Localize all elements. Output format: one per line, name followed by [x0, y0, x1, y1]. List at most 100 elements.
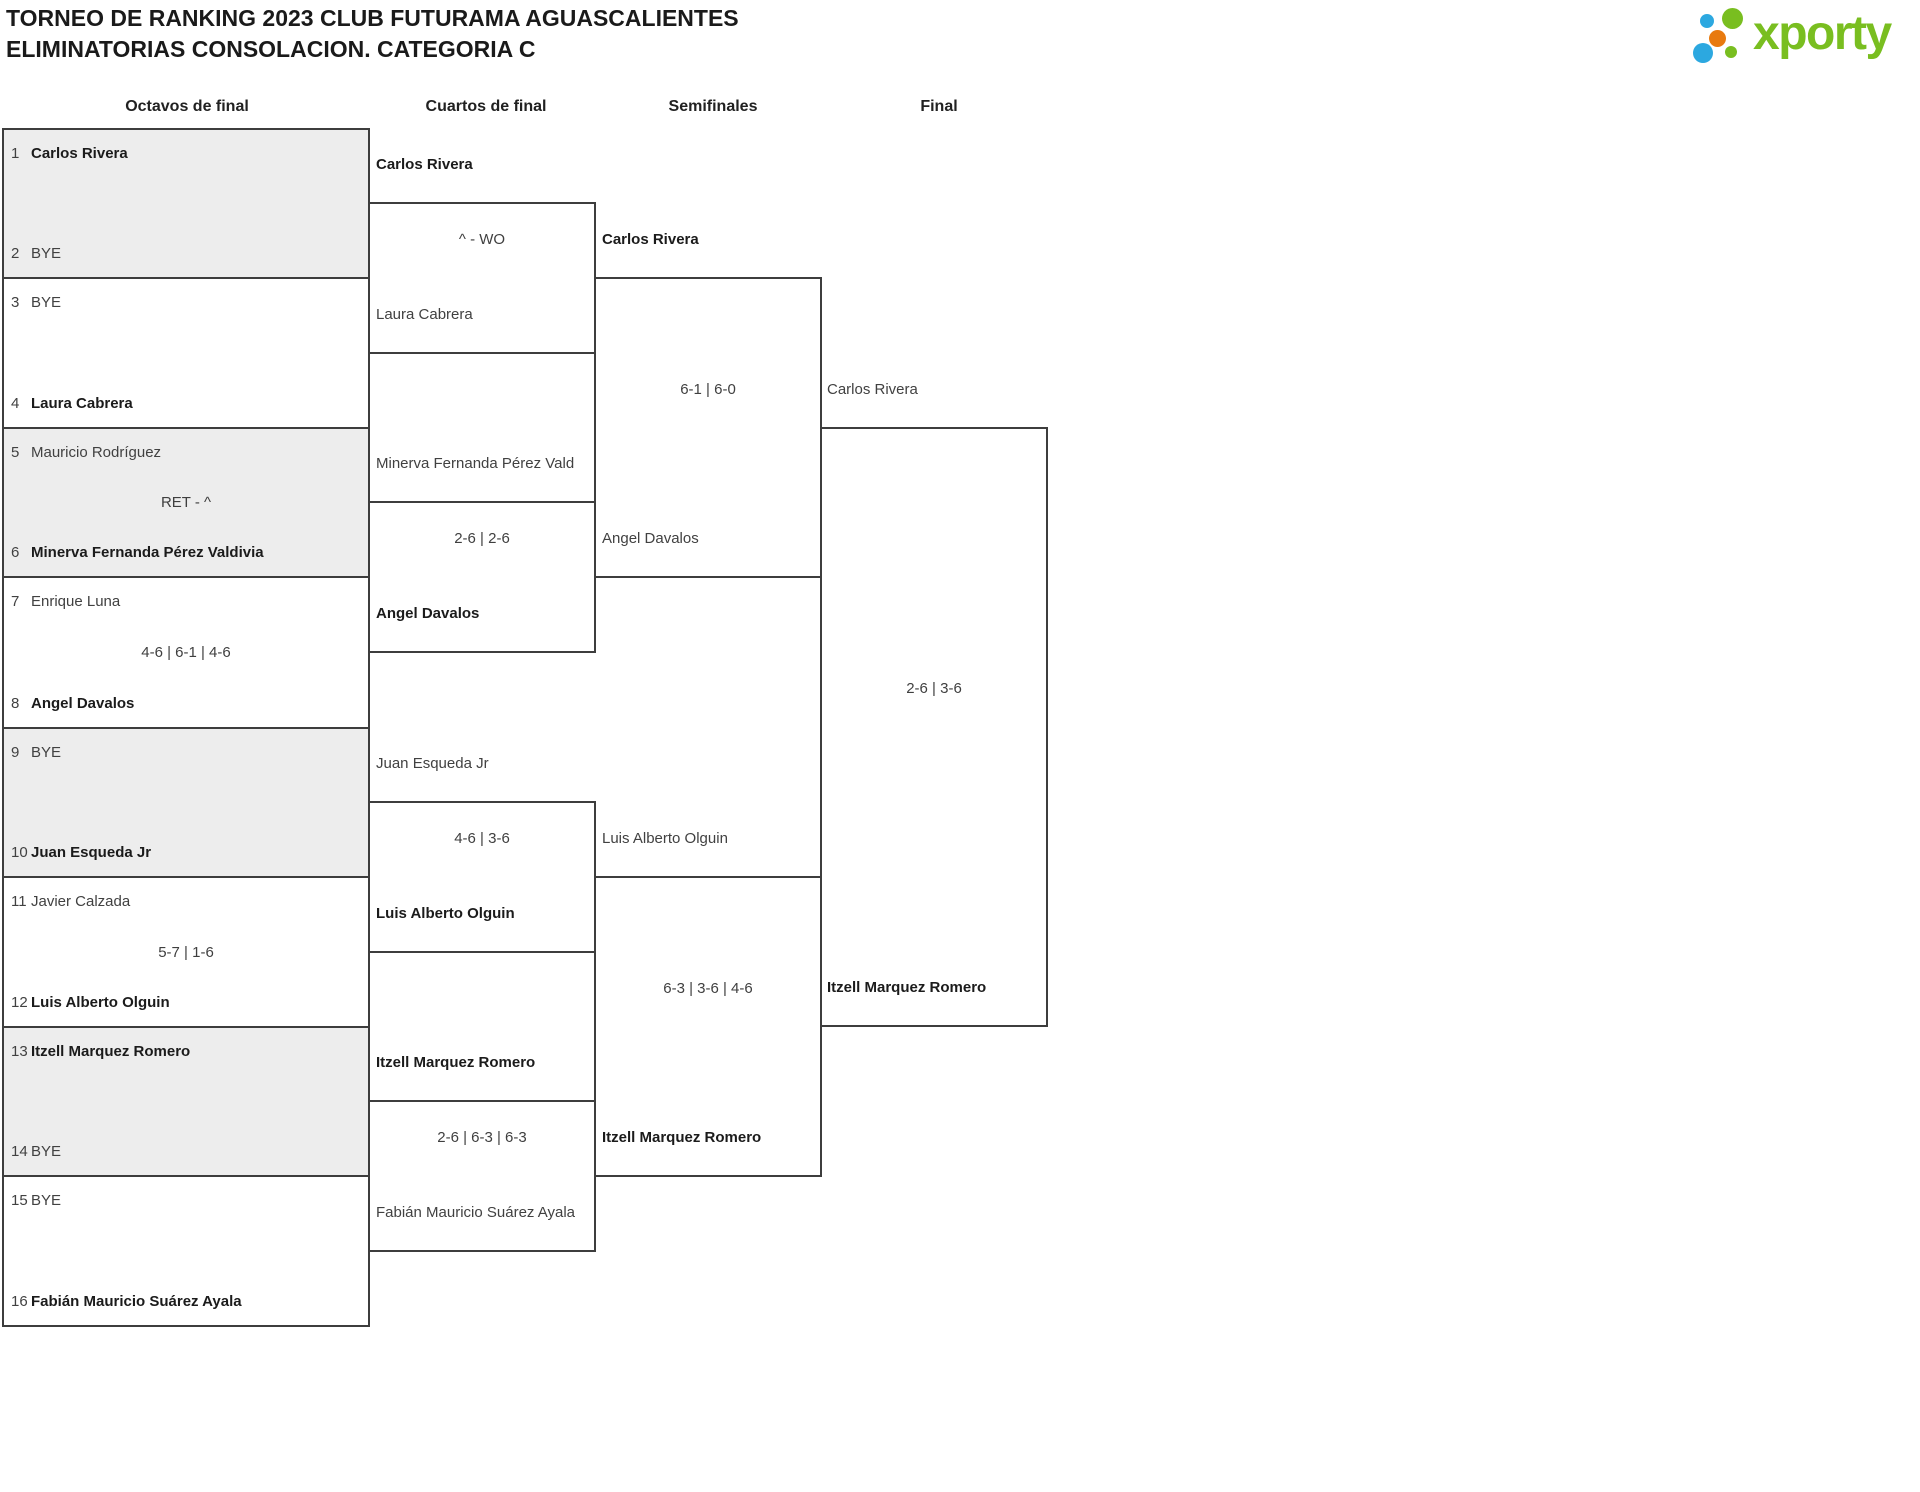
match-score: 2-6 | 3-6: [906, 680, 962, 697]
match-box-octavos-6: [2, 876, 370, 1028]
player-name: Juan Esqueda Jr: [31, 844, 152, 861]
logo-dot-icon: [1693, 43, 1713, 63]
bracket-entry: 11 Javier Calzada: [11, 890, 361, 914]
bracket-entry: 10 Juan Esqueda Jr: [11, 841, 361, 865]
seed-number: 5: [11, 444, 20, 461]
seed-number: 6: [11, 544, 20, 561]
player-name: Minerva Fernanda Pérez Valdivia: [31, 544, 264, 561]
match-box-octavos-8: [2, 1175, 370, 1327]
bracket-entry: 9 BYE: [11, 741, 361, 765]
bracket-entry: 3 BYE: [11, 291, 361, 315]
logo-dot-icon: [1700, 14, 1714, 28]
player-name: Luis Alberto Olguin: [602, 830, 728, 847]
bracket-entry: 4 Laura Cabrera: [11, 392, 361, 416]
player-name: Javier Calzada: [31, 893, 131, 910]
round-header-cuartos: Cuartos de final: [425, 98, 547, 115]
player-name: Carlos Rivera: [602, 231, 699, 248]
player-name: BYE: [31, 245, 62, 262]
page-title: TORNEO DE RANKING 2023 CLUB FUTURAMA AGU…: [6, 3, 739, 65]
seed-number: 3: [11, 294, 20, 311]
logo-dot-icon: [1709, 30, 1726, 47]
match-score: 4-6 | 6-1 | 4-6: [141, 644, 231, 661]
player-name: BYE: [31, 294, 62, 311]
bracket-entry: 7 Enrique Luna: [11, 590, 361, 614]
player-name: Carlos Rivera: [376, 156, 473, 173]
match-box-cuartos-3: [368, 801, 596, 953]
seed-number: 10: [11, 844, 28, 861]
player-name: Fabián Mauricio Suárez Ayala: [376, 1204, 575, 1221]
round-header-final: Final: [920, 98, 958, 115]
bracket-entry: 12 Luis Alberto Olguin: [11, 991, 361, 1015]
player-name: Luis Alberto Olguin: [31, 994, 170, 1011]
match-box-semifinal-1: [594, 277, 822, 578]
player-name: Angel Davalos: [31, 695, 135, 712]
seed-number: 9: [11, 744, 20, 761]
player-name: Luis Alberto Olguin: [376, 905, 515, 922]
seed-number: 14: [11, 1143, 28, 1160]
player-name: Laura Cabrera: [376, 306, 473, 323]
logo-wordmark: xporty: [1753, 7, 1892, 60]
seed-number: 16: [11, 1293, 28, 1310]
player-name: Itzell Marquez Romero: [31, 1043, 191, 1060]
player-name: Itzell Marquez Romero: [827, 979, 987, 996]
bracket-entry: 14 BYE: [11, 1140, 361, 1164]
title-line-1: TORNEO DE RANKING 2023 CLUB FUTURAMA AGU…: [6, 5, 739, 31]
player-name: Fabián Mauricio Suárez Ayala: [31, 1293, 242, 1310]
match-box-cuartos-2: [368, 501, 596, 653]
match-score: 6-3 | 3-6 | 4-6: [663, 980, 753, 997]
match-score: 2-6 | 2-6: [454, 530, 510, 547]
player-name: Carlos Rivera: [31, 145, 128, 162]
seed-number: 8: [11, 695, 20, 712]
match-score: ^ - WO: [458, 231, 506, 248]
player-name: Angel Davalos: [376, 605, 480, 622]
seed-number: 15: [11, 1192, 28, 1209]
player-name: Minerva Fernanda Pérez Vald: [376, 455, 575, 472]
bracket-entry: 6 Minerva Fernanda Pérez Valdivia: [11, 541, 361, 565]
player-name: Laura Cabrera: [31, 395, 133, 412]
player-name: BYE: [31, 1143, 62, 1160]
match-score: 6-1 | 6-0: [680, 381, 736, 398]
bracket-entry: 8 Angel Davalos: [11, 692, 361, 716]
match-box-final: [820, 427, 1048, 1027]
bracket-entry: 1 Carlos Rivera: [11, 142, 361, 166]
seed-number: 12: [11, 994, 28, 1011]
seed-number: 1: [11, 145, 20, 162]
match-box-octavos-1: [2, 128, 370, 279]
match-score: 5-7 | 1-6: [158, 944, 214, 961]
match-score: 2-6 | 6-3 | 6-3: [437, 1129, 527, 1146]
logo-dot-icon: [1725, 46, 1737, 58]
seed-number: 4: [11, 395, 20, 412]
match-box-octavos-5: [2, 727, 370, 878]
player-name: BYE: [31, 744, 62, 761]
player-name: Carlos Rivera: [827, 381, 918, 398]
player-name: Angel Davalos: [602, 530, 699, 547]
bracket-entry: 2 BYE: [11, 242, 361, 266]
match-score: RET - ^: [160, 494, 212, 511]
match-box-cuartos-1: [368, 202, 596, 354]
player-name: Juan Esqueda Jr: [376, 755, 489, 772]
player-name: Itzell Marquez Romero: [376, 1054, 536, 1071]
seed-number: 7: [11, 593, 20, 610]
match-box-octavos-4: [2, 576, 370, 729]
round-header-semifinales: Semifinales: [668, 98, 758, 115]
seed-number: 11: [11, 893, 27, 910]
bracket-entry: 13 Itzell Marquez Romero: [11, 1040, 361, 1064]
player-name: Mauricio Rodríguez: [31, 444, 162, 461]
bracket-entry: 16 Fabián Mauricio Suárez Ayala: [11, 1290, 361, 1314]
player-name: BYE: [31, 1192, 62, 1209]
bracket-entry: 5 Mauricio Rodríguez: [11, 441, 361, 465]
xporty-logo[interactable]: xporty: [1690, 6, 1918, 70]
player-name: Enrique Luna: [31, 593, 121, 610]
match-box-octavos-7: [2, 1026, 370, 1177]
seed-number: 13: [11, 1043, 28, 1060]
seed-number: 2: [11, 245, 20, 262]
match-box-octavos-2: [2, 277, 370, 429]
match-box-semifinal-2: [594, 876, 822, 1177]
logo-dot-icon: [1722, 8, 1743, 29]
round-header-octavos: Octavos de final: [125, 98, 249, 115]
player-name: Itzell Marquez Romero: [602, 1129, 762, 1146]
match-score: 4-6 | 3-6: [454, 830, 510, 847]
match-box-cuartos-4: [368, 1100, 596, 1252]
title-line-2: ELIMINATORIAS CONSOLACION. CATEGORIA C: [6, 36, 536, 62]
